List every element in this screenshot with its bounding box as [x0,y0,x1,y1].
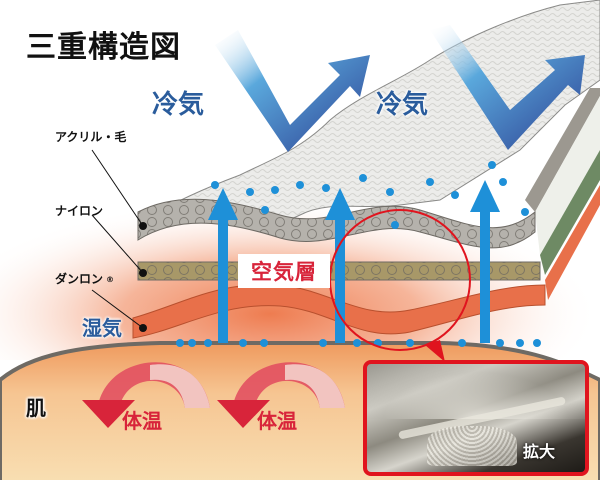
dunlon-text: ダンロン [55,272,104,286]
magnified-fabric-inset: 拡大 [363,360,589,476]
cold-air-label-2: 冷気 [376,90,429,120]
skin-label: 肌 [26,396,46,420]
fabric-fuzz [367,364,585,419]
body-heat-label-1: 体温 [122,409,162,433]
layer-label-dunlon: ダンロン® [55,270,114,287]
cold-air-label-1: 冷気 [152,90,205,120]
moisture-label: 湿気 [82,316,122,340]
fabric-knit [427,426,517,466]
body-heat-label-2: 体温 [257,409,297,433]
layer-label-nylon: ナイロン [55,204,104,218]
layer-label-acrylic-wool: アクリル・毛 [55,130,127,144]
registered-mark: ® [106,275,115,284]
zoom-label: 拡大 [522,442,555,461]
diagram-title: 三重構造図 [26,30,181,65]
air-layer-label: 空気層 [238,254,330,288]
